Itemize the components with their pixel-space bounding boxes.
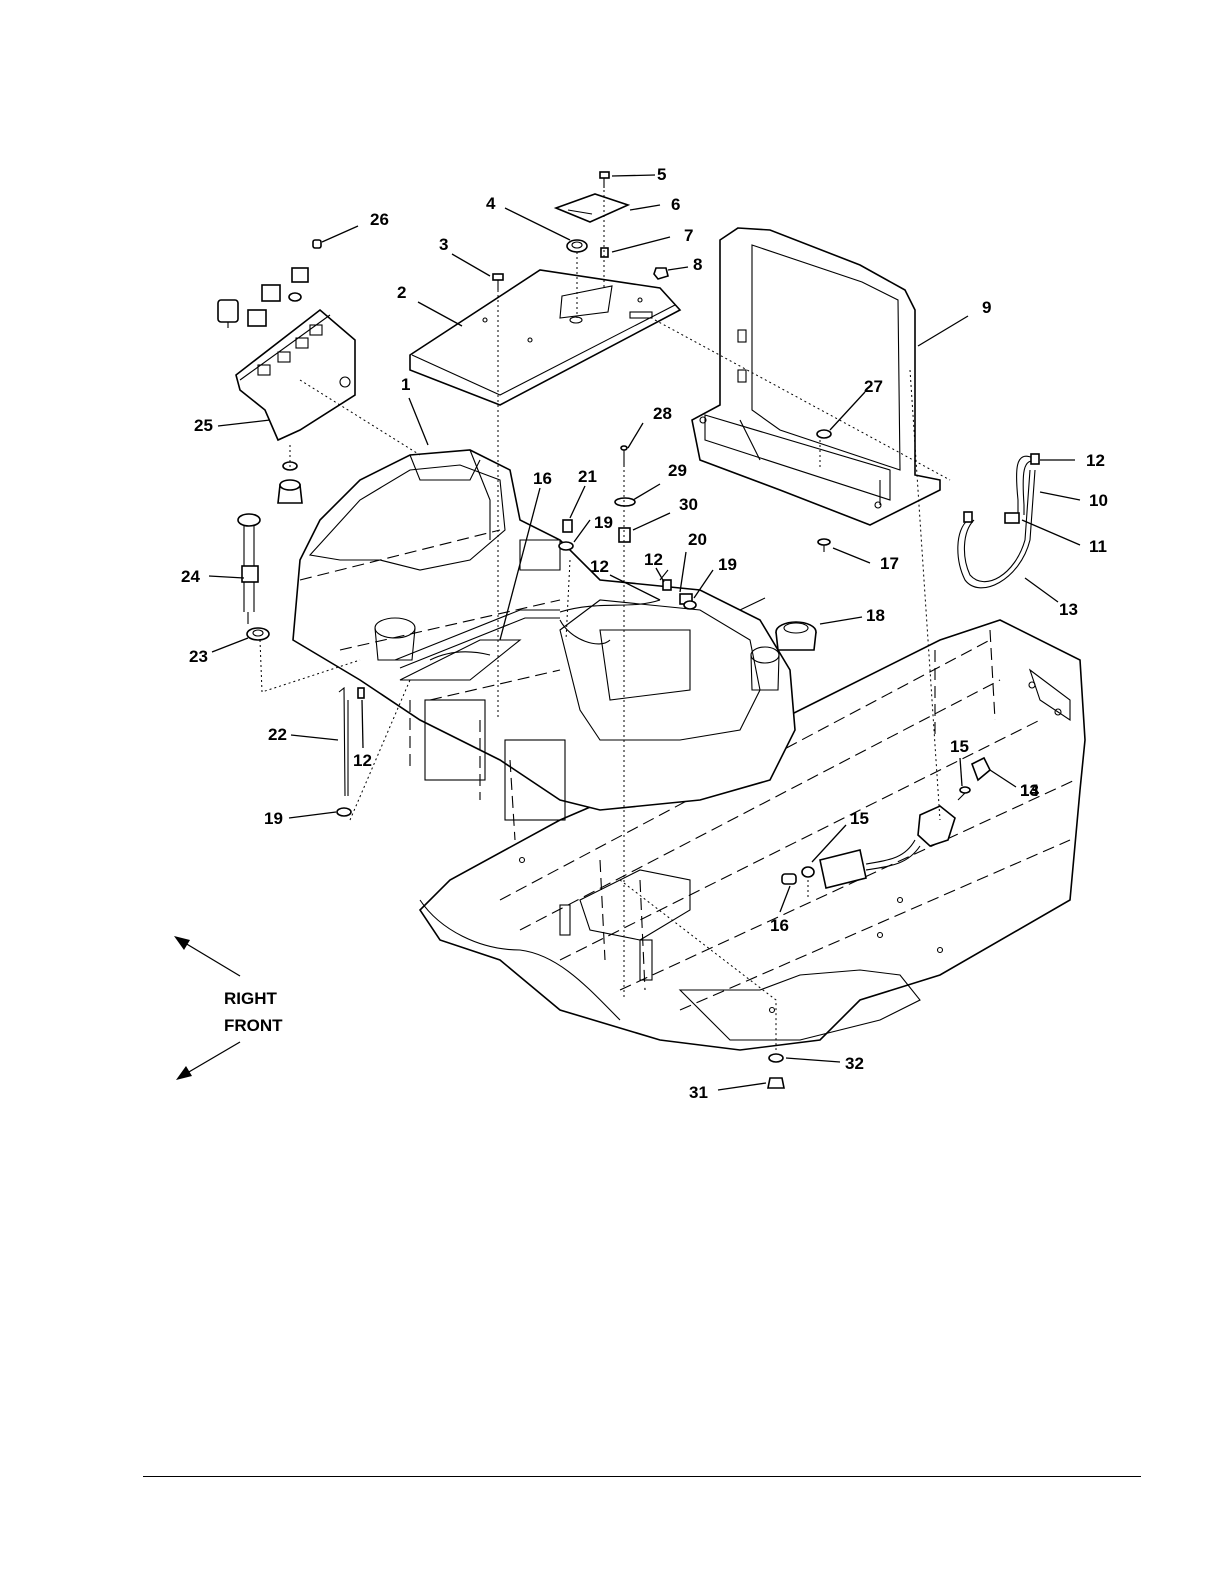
callout: 19 <box>594 513 613 532</box>
fuel-line-22 <box>339 688 348 796</box>
callout: 12 <box>644 550 663 569</box>
top-plate <box>410 270 680 405</box>
callout: 12 <box>590 557 609 576</box>
callout: 17 <box>880 554 899 573</box>
callout: 9 <box>982 298 991 317</box>
callout: 1 <box>401 375 410 394</box>
callout: 22 <box>268 725 287 744</box>
nut-8 <box>654 268 668 279</box>
bolt-3 <box>493 274 503 290</box>
callout: 14 <box>1020 781 1039 800</box>
grommet-19-left <box>337 808 351 816</box>
direction-right-label: RIGHT <box>224 989 278 1008</box>
callout: 32 <box>845 1054 864 1073</box>
panel-switches <box>218 240 321 328</box>
direction-front-label: FRONT <box>224 1016 283 1035</box>
grommet-27 <box>817 430 831 438</box>
screw-17 <box>818 539 830 552</box>
seat-pan-body <box>293 450 795 840</box>
grommet-23 <box>247 628 269 640</box>
callout: 11 <box>1089 537 1107 556</box>
grommet-4 <box>567 240 587 252</box>
callout: 7 <box>684 226 693 245</box>
clamp-15-top <box>960 787 970 793</box>
callout: 18 <box>866 606 885 625</box>
direction-indicator: RIGHT FRONT <box>174 936 283 1080</box>
callout: 13 <box>1059 600 1078 619</box>
washer-29 <box>615 498 635 506</box>
arrow-right-icon <box>174 936 190 950</box>
key-switch <box>278 462 302 503</box>
nut-31 <box>768 1078 784 1088</box>
callout: 31 <box>689 1083 708 1102</box>
callout: 24 <box>181 567 200 586</box>
callout: 23 <box>189 647 208 666</box>
hose-16-right <box>782 874 796 884</box>
callout: 19 <box>718 555 737 574</box>
clamp-12-right <box>1031 454 1039 464</box>
callout: 10 <box>1089 491 1108 510</box>
bolt-28 <box>621 446 627 467</box>
callout: 4 <box>486 194 496 213</box>
callout: 12 <box>353 751 372 770</box>
callout: 29 <box>668 461 687 480</box>
callout: 16 <box>770 916 789 935</box>
clamp-12-left <box>358 688 364 698</box>
callout: 25 <box>194 416 213 435</box>
callout: 30 <box>679 495 698 514</box>
callout: 27 <box>864 377 883 396</box>
washer-32 <box>769 1054 783 1062</box>
callout: 15 <box>950 737 969 756</box>
callout: 26 <box>370 210 389 229</box>
callout: 5 <box>657 165 666 184</box>
callout: 15 <box>850 809 869 828</box>
fuel-sender <box>238 514 260 624</box>
callout: 21 <box>578 467 597 486</box>
fitting-21 <box>563 520 572 532</box>
callout: 6 <box>671 195 680 214</box>
grommet-19-mid <box>559 542 573 550</box>
arrow-front-icon <box>176 1066 192 1080</box>
callout: 3 <box>439 235 448 254</box>
fuel-cap-18 <box>776 622 816 650</box>
callout: 16 <box>533 469 552 488</box>
footer-rule <box>143 1476 1141 1477</box>
seat-back-frame <box>692 228 940 525</box>
callout: 19 <box>264 809 283 828</box>
screw-5 <box>600 172 609 188</box>
callout: 2 <box>397 283 406 302</box>
grommet-19-right <box>684 601 696 609</box>
cover-plate <box>556 194 628 222</box>
callout: 20 <box>688 530 707 549</box>
callout: 28 <box>653 404 672 423</box>
callout: 12 <box>1086 451 1105 470</box>
callout: 8 <box>693 255 702 274</box>
bracket-11 <box>1005 513 1019 523</box>
control-panel <box>236 310 355 440</box>
